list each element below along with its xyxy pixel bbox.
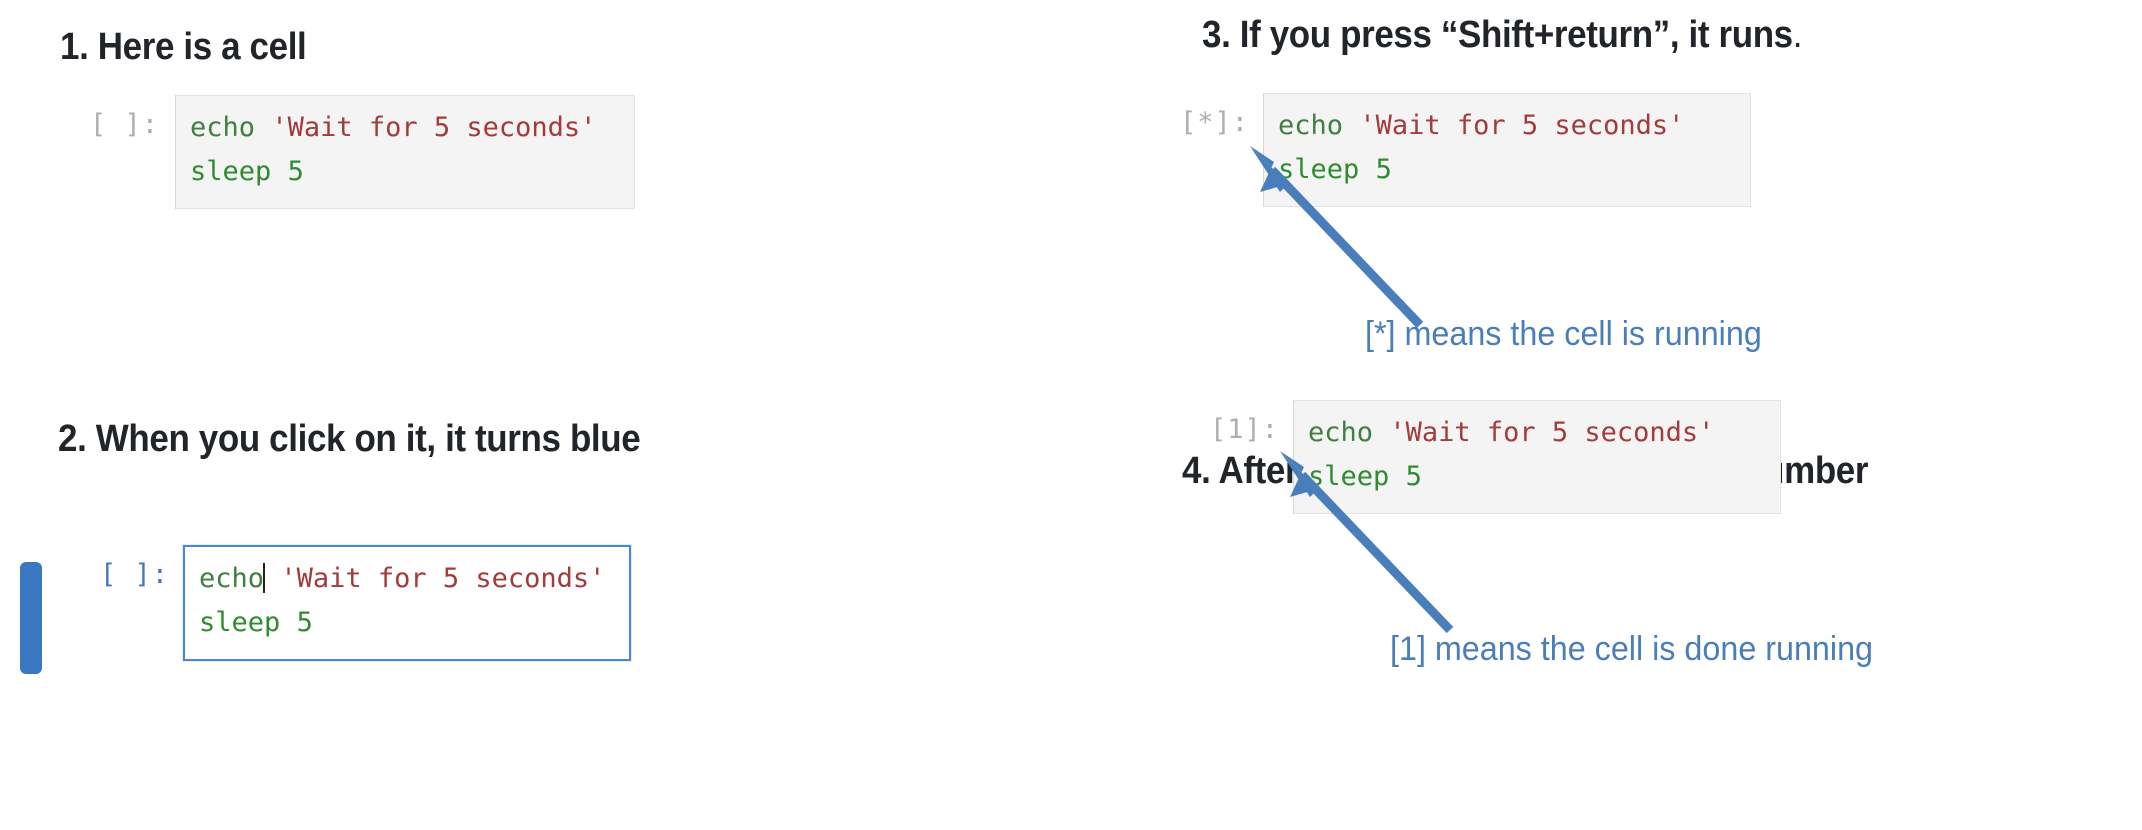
- step-1-code-string: 'Wait for 5 seconds': [271, 112, 597, 143]
- text-cursor-icon: [263, 563, 266, 593]
- step-4-code-line-1: echo 'Wait for 5 seconds': [1308, 411, 1766, 455]
- step-1-code-line-2: sleep 5: [190, 156, 304, 187]
- step-1-heading: 1. Here is a cell: [60, 26, 307, 69]
- step-2-code-line-2: sleep 5: [199, 607, 313, 638]
- step-3-annotation: [*] means the cell is running: [1365, 315, 1762, 353]
- step-3-code-string: 'Wait for 5 seconds': [1359, 110, 1685, 141]
- step-2-code-line-1: echo 'Wait for 5 seconds': [199, 557, 615, 601]
- step-2-prompt: [ ]:: [100, 559, 170, 590]
- step-3-code-editor[interactable]: echo 'Wait for 5 seconds' sleep 5: [1263, 93, 1752, 207]
- step-2-code-keyword: echo: [199, 563, 265, 594]
- step-1-prompt: [ ]:: [90, 109, 160, 140]
- step-2-heading: 2. When you click on it, it turns blue: [58, 418, 641, 461]
- step-4-cell[interactable]: [1]: echo 'Wait for 5 seconds' sleep 5: [1210, 400, 1782, 514]
- step-2-cell[interactable]: [ ]: echo 'Wait for 5 seconds' sleep 5: [100, 545, 632, 661]
- step-3-callout-arrow-icon: [1250, 146, 1424, 329]
- step-3-code-line-2: sleep 5: [1278, 154, 1392, 185]
- step-2-code-string: 'Wait for 5 seconds': [280, 563, 606, 594]
- step-3-heading-text: 3. If you press “Shift+return”, it runs: [1202, 14, 1793, 56]
- step-3-prompt: [*]:: [1180, 107, 1250, 138]
- step-4-code-line-2: sleep 5: [1308, 461, 1422, 492]
- step-1-cell[interactable]: [ ]: echo 'Wait for 5 seconds' sleep 5: [90, 95, 636, 209]
- step-1-heading-text: 1. Here is a cell: [60, 26, 307, 68]
- step-3-code-line-1: echo 'Wait for 5 seconds': [1278, 104, 1736, 148]
- step-3-heading-tail: .: [1792, 14, 1803, 56]
- step-2-code-editor[interactable]: echo 'Wait for 5 seconds' sleep 5: [183, 545, 632, 661]
- step-4-callout-arrow-icon: [1280, 451, 1454, 634]
- step-1-code-editor[interactable]: echo 'Wait for 5 seconds' sleep 5: [175, 95, 636, 209]
- step-1-code-line-1: echo 'Wait for 5 seconds': [190, 106, 620, 150]
- step-2-selection-bar: [20, 562, 42, 674]
- step-3-cell[interactable]: [*]: echo 'Wait for 5 seconds' sleep 5: [1180, 93, 1752, 207]
- step-4-code-keyword: echo: [1308, 417, 1374, 448]
- step-1-code-keyword: echo: [190, 112, 256, 143]
- step-2-heading-text: 2. When you click on it, it turns blue: [58, 418, 641, 460]
- step-3-code-keyword: echo: [1278, 110, 1344, 141]
- step-4-annotation: [1] means the cell is done running: [1390, 630, 1874, 668]
- step-4-code-string: 'Wait for 5 seconds': [1389, 417, 1715, 448]
- step-3-heading: 3. If you press “Shift+return”, it runs.: [1202, 14, 1803, 57]
- step-4-prompt: [1]:: [1210, 414, 1280, 445]
- step-4-code-editor[interactable]: echo 'Wait for 5 seconds' sleep 5: [1293, 400, 1782, 514]
